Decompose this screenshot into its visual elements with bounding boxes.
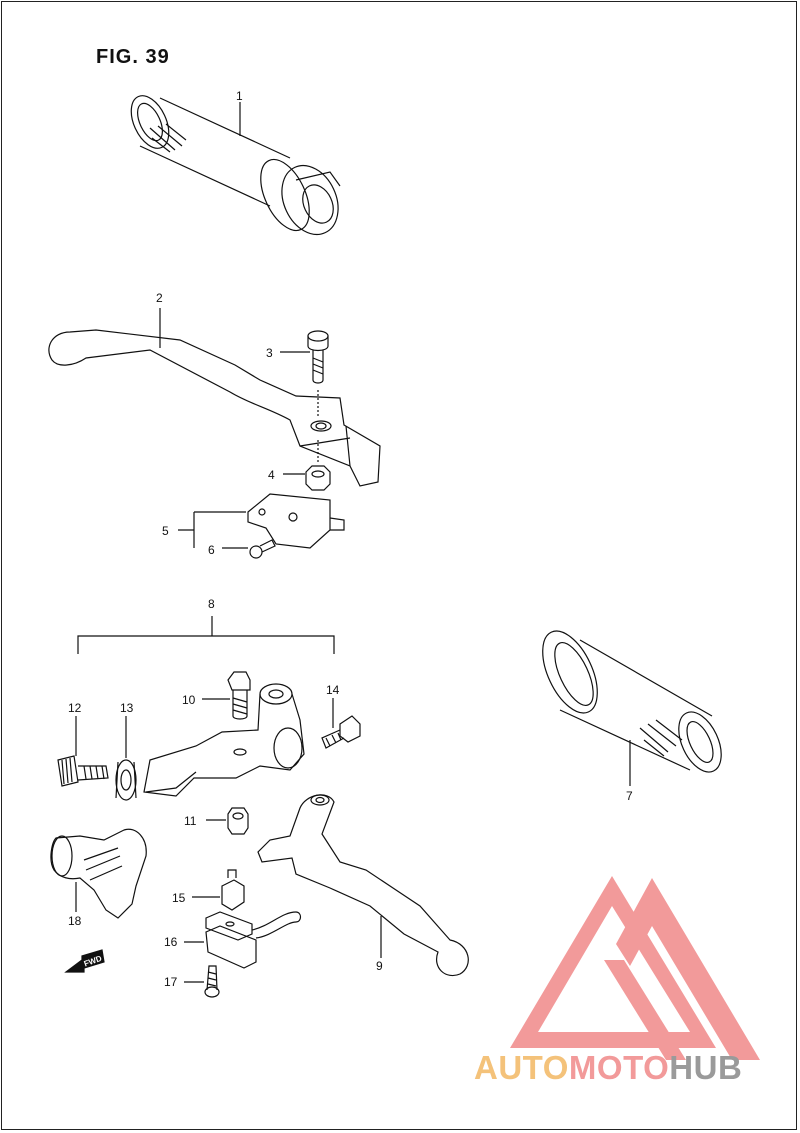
brand-wordmark: AUTOMOTOHUB	[474, 1049, 742, 1087]
adjuster-part-12	[57, 755, 109, 787]
callout-6: 6	[208, 543, 215, 557]
callout-7: 7	[626, 789, 633, 803]
brake-switch-part-5	[247, 493, 345, 549]
brand-part-hub: HUB	[669, 1049, 743, 1086]
callout-5: 5	[162, 524, 169, 538]
callout-11: 11	[184, 814, 197, 828]
clutch-lever-part-9	[257, 794, 469, 977]
screw-part-17	[204, 965, 220, 998]
callout-14: 14	[326, 683, 340, 697]
callout-13: 13	[120, 701, 134, 715]
callout-12: 12	[68, 701, 82, 715]
grip-part-1	[130, 95, 341, 236]
callout-15: 15	[172, 891, 186, 905]
figure-title: FIG. 39	[96, 46, 170, 68]
callout-10: 10	[182, 693, 196, 707]
nut-part-11	[227, 807, 249, 835]
clutch-holder	[143, 683, 305, 797]
bolt-part-10	[227, 671, 251, 720]
switch-holder-part-16	[205, 911, 302, 969]
brand-logo-icon	[510, 876, 760, 1060]
callout-18: 18	[68, 914, 82, 928]
pivot-bolt-part-3	[307, 330, 329, 384]
callout-8: 8	[208, 597, 215, 611]
callout-1: 1	[236, 89, 243, 103]
grip-part-7	[542, 630, 722, 773]
brand-part-auto: AUTO	[474, 1049, 569, 1086]
fwd-arrow-icon	[64, 949, 105, 973]
bolt-part-14	[321, 715, 361, 749]
callout-16: 16	[164, 935, 178, 949]
group-bracket-8	[77, 635, 335, 654]
callout-9: 9	[376, 959, 383, 973]
callout-3: 3	[266, 346, 273, 360]
callout-2: 2	[156, 291, 163, 305]
leader-5	[178, 511, 246, 548]
switch-part-15	[221, 869, 245, 911]
locknut-part-13	[115, 759, 137, 801]
callout-4: 4	[268, 468, 275, 482]
brand-part-moto: MOTO	[568, 1049, 670, 1086]
nut-part-4	[305, 465, 331, 491]
lever-boot-part-18	[50, 828, 147, 919]
callout-17: 17	[164, 975, 178, 989]
brake-lever-part-2	[48, 329, 381, 487]
screw-part-6	[249, 539, 276, 559]
